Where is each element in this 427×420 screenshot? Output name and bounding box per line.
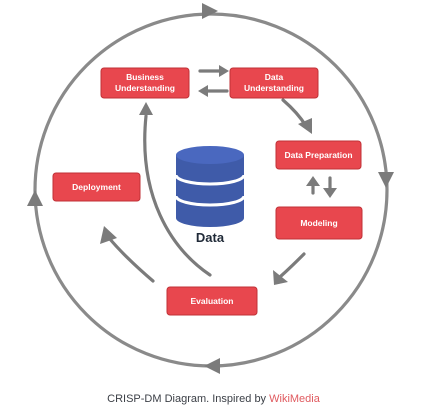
node-evaluation: Evaluation bbox=[166, 286, 258, 316]
ring-arrow-right bbox=[378, 172, 394, 188]
node-deployment: Deployment bbox=[52, 172, 141, 202]
wikimedia-link[interactable]: WikiMedia bbox=[269, 393, 320, 405]
node-modeling-label: Modeling bbox=[300, 218, 337, 228]
ring-arrow-bottom bbox=[204, 358, 220, 374]
node-modeling: Modeling bbox=[275, 206, 363, 240]
arrow-eval-to-bu-head bbox=[139, 102, 153, 115]
arrow-mod-to-dp-head bbox=[306, 176, 320, 186]
arrow-dp-to-mod-head bbox=[323, 188, 337, 198]
arrow-mod-to-eval bbox=[279, 252, 306, 278]
node-deployment-label: Deployment bbox=[72, 182, 121, 192]
database-icon bbox=[174, 146, 246, 227]
arrow-eval-to-deploy bbox=[107, 236, 155, 283]
node-data-preparation-label: Data Preparation bbox=[284, 150, 352, 160]
node-business-understanding: Business Understanding bbox=[100, 67, 190, 99]
caption-text: CRISP-DM Diagram. Inspired by bbox=[107, 393, 270, 405]
node-data-preparation: Data Preparation bbox=[275, 140, 362, 170]
ring-arrow-top bbox=[202, 3, 218, 19]
node-evaluation-label: Evaluation bbox=[191, 296, 234, 306]
node-data-understanding-line-1: Data bbox=[265, 72, 284, 82]
arrow-du-to-bu-head bbox=[198, 85, 208, 97]
arrow-eval-to-deploy-head bbox=[100, 226, 117, 244]
node-business-understanding-line-1: Business bbox=[126, 72, 164, 82]
node-data-understanding-line-2: Understanding bbox=[244, 83, 304, 93]
data-label: Data bbox=[196, 230, 225, 245]
node-data-understanding: Data Understanding bbox=[229, 67, 319, 99]
node-business-understanding-line-2: Understanding bbox=[115, 83, 175, 93]
arrow-bu-to-du-head bbox=[219, 65, 229, 77]
diagram-caption: CRISP-DM Diagram. Inspired by WikiMedia bbox=[0, 393, 427, 405]
ring-arrow-left bbox=[27, 190, 43, 206]
arrow-eval-to-bu bbox=[143, 114, 212, 277]
arrow-du-to-dp-head bbox=[298, 118, 312, 134]
arrow-mod-to-eval-head bbox=[273, 270, 288, 285]
